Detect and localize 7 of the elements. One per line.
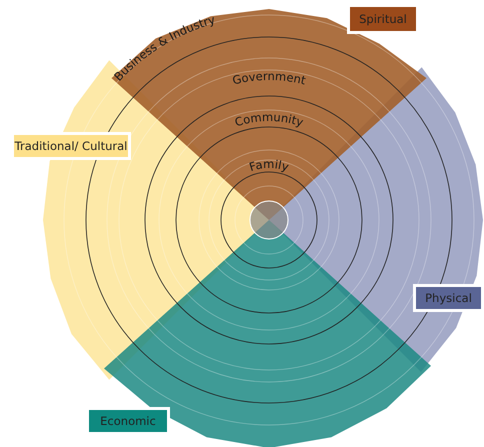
sector-label: Economic xyxy=(86,407,170,435)
ring-label: Family xyxy=(247,156,290,174)
sector-label: Spiritual xyxy=(347,4,419,34)
sector-label: Physical xyxy=(413,284,484,312)
ring-label: Community xyxy=(232,110,306,130)
ring-label: Government xyxy=(231,68,308,88)
sector-label: Traditional/ Cultural xyxy=(11,132,131,160)
